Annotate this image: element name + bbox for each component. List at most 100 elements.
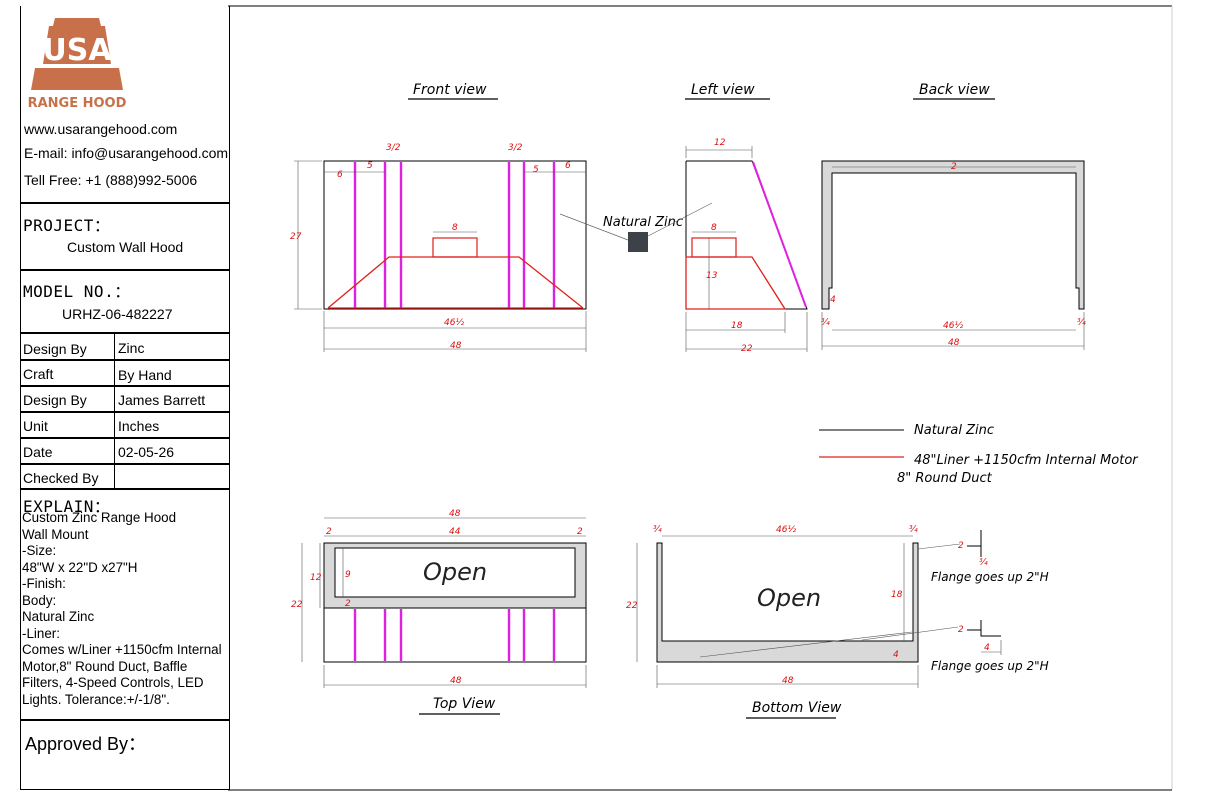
dimension-label: 13 (706, 271, 718, 281)
dimension-label: 9 (345, 570, 351, 580)
explain-line: Filters, 4-Speed Controls, LED (22, 675, 204, 690)
divider (21, 411, 229, 413)
dimension-label: ¾ (653, 525, 662, 535)
dimension-label: ¾ (909, 525, 918, 535)
spec-value: By Hand (118, 367, 172, 383)
top-view-title: Top View (433, 696, 496, 712)
dimension-label: 48 (450, 341, 462, 351)
front-view-title: Front view (413, 82, 487, 98)
phone-text: Tell Free: +1 (888)992-5006 (24, 172, 198, 188)
dimension-label: ¾ (821, 318, 830, 328)
top-view: Top View Open 48 44 2 2 12 9 2 (291, 509, 587, 715)
dimension-label: 48 (449, 509, 461, 519)
dimension-label: ¾ (979, 558, 988, 568)
dimension-label: 5 (533, 165, 539, 175)
divider (21, 463, 229, 465)
logo-text: RANGE HOOD (28, 96, 127, 111)
legend: Natural Zinc 48"Liner +1150cfm Internal … (819, 423, 1139, 486)
open-label: Open (757, 584, 821, 612)
dimension-label: 22 (291, 600, 303, 610)
back-view-title: Back view (919, 82, 990, 98)
dimension-label: 2 (345, 599, 351, 609)
explain-line: Lights. Tolerance:+/-1/8". (22, 691, 170, 707)
dimension-label: 6 (565, 161, 571, 171)
divider (21, 719, 229, 721)
bottom-view: Bottom View Open ¾ 46½ ¾ 22 18 4 48 2 ¾ … (626, 525, 1049, 719)
dimension-label: 4 (984, 643, 990, 653)
spec-value: 02-05-26 (118, 444, 175, 460)
natural-zinc-swatch (628, 232, 648, 252)
dimension-label: 12 (714, 138, 726, 148)
dimension-label: 8 (711, 223, 717, 233)
legend-natural-zinc: Natural Zinc (914, 423, 994, 438)
dimension-label: 27 (290, 232, 302, 242)
dimension-label: 2 (958, 625, 964, 635)
explain-line: Body: (22, 592, 57, 608)
website-link[interactable]: www.usarangehood.com (24, 121, 178, 137)
dimension-label: 48 (948, 338, 960, 348)
divider (21, 359, 229, 361)
legend-liner-text: 48"Liner +1150cfm Internal Motor (914, 453, 1139, 468)
divider (21, 385, 229, 387)
model-label: MODEL NO.： (23, 282, 131, 301)
explain-line: Wall Mount (22, 526, 89, 542)
flange-note: Flange goes up 2"H (931, 659, 1049, 673)
divider (21, 332, 229, 334)
dimension-label: 5 (367, 161, 373, 171)
dimension-label: 46½ (776, 525, 796, 535)
spec-label: Checked By (23, 470, 99, 486)
project-label: PROJECT： (23, 216, 111, 235)
dimension-label: 8 (452, 223, 458, 233)
explain-line: Custom Zinc Range Hood (22, 510, 177, 525)
dimension-label: 2 (951, 162, 957, 172)
explain-line: Motor,8" Round Duct, Baffle (22, 658, 188, 674)
dimension-label: 2 (326, 527, 332, 537)
dimension-label: 48 (782, 676, 794, 686)
dimension-label: 22 (741, 344, 753, 354)
explain-text: Custom Zinc Range Hood Wall Mount -Size:… (22, 510, 229, 708)
dimension-label: 18 (891, 590, 903, 600)
explain-line: Natural Zinc (22, 609, 95, 624)
spec-value: Zinc (118, 340, 145, 356)
title-block: USA RANGE HOOD www.usarangehood.com E-ma… (20, 6, 230, 790)
email-link[interactable]: E-mail: info@usarangehood.com (24, 145, 229, 161)
left-view-title: Left view (691, 82, 755, 98)
divider (21, 789, 229, 790)
explain-line: 48"W x 22"D x27"H (22, 559, 138, 575)
dimension-label: 4 (830, 295, 836, 305)
dimension-label: 46½ (943, 321, 963, 331)
dimension-label: 2 (958, 541, 964, 551)
bottom-view-title: Bottom View (752, 700, 842, 716)
spec-value: Inches (118, 418, 160, 434)
dimension-label: 18 (731, 321, 743, 331)
spec-label: Design By (23, 392, 87, 408)
dimension-label: 12 (310, 573, 322, 583)
dimension-label: 46½ (444, 318, 464, 328)
material-callout: Natural Zinc (559, 202, 713, 252)
back-view: Back view 2 4 ¾ ¾ 46½ 48 (821, 82, 1086, 350)
dimension-label: 6 (337, 170, 343, 180)
approved-by-label: Approved By： (25, 734, 147, 754)
explain-line: Comes w/Liner +1150cfm Internal (22, 642, 222, 657)
left-view: Left view 8 13 12 18 22 (685, 82, 808, 354)
spec-label: Unit (23, 418, 48, 434)
divider (21, 202, 229, 204)
logo-mark-text: USA (42, 33, 112, 68)
divider (21, 269, 229, 271)
explain-line: -Liner: (22, 625, 60, 641)
open-label: Open (423, 558, 487, 586)
explain-line: -Size: (22, 543, 57, 558)
spec-label: Date (23, 444, 53, 460)
dimension-label: ¾ (1077, 318, 1086, 328)
dimension-label: 2 (577, 527, 583, 537)
dimension-label: 48 (450, 676, 462, 686)
explain-label: EXPLAIN： (23, 497, 111, 516)
divider (21, 437, 229, 439)
dimension-label: 3/2 (386, 143, 401, 153)
divider (21, 488, 229, 490)
model-value: URHZ-06-482227 (62, 306, 173, 322)
material-callout-text: Natural Zinc (603, 215, 683, 230)
spec-value: James Barrett (118, 392, 206, 408)
